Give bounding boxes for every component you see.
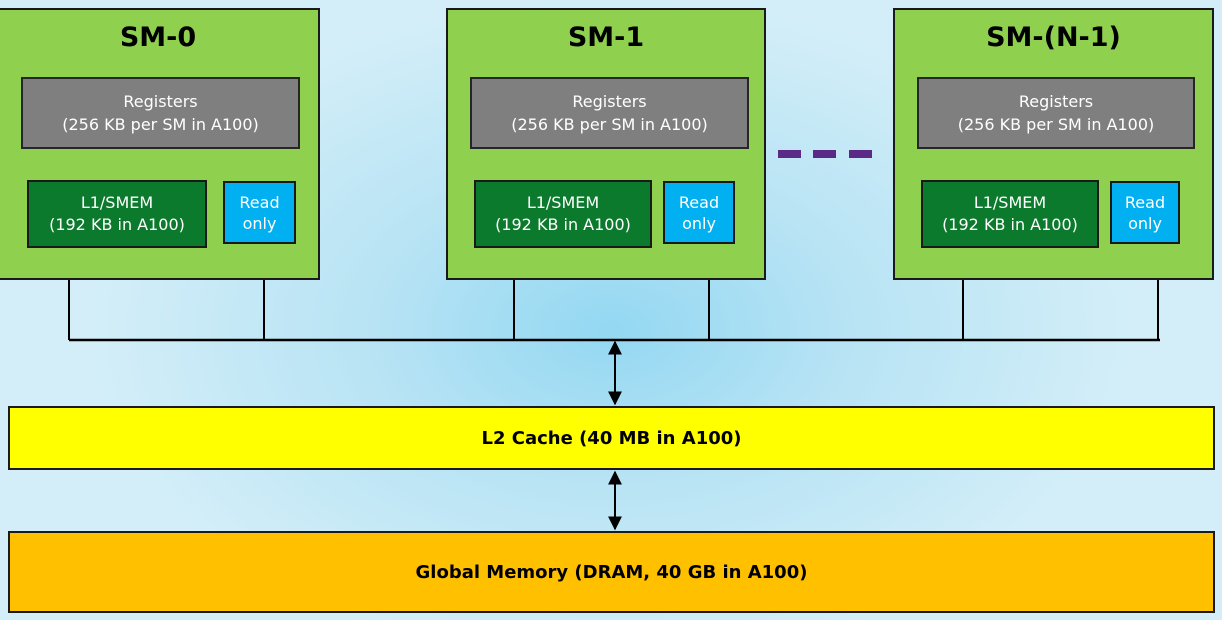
- sm-block-1: SM-1 Registers (256 KB per SM in A100) L…: [446, 8, 766, 280]
- l2-cache-label: L2 Cache (40 MB in A100): [481, 427, 742, 449]
- sm-block-n-1: SM-(N-1) Registers (256 KB per SM in A10…: [893, 8, 1214, 280]
- sm-title: SM-1: [567, 22, 645, 53]
- l1-label: L1/SMEM: [973, 193, 1047, 212]
- registers-label: Registers: [1018, 92, 1094, 111]
- sm-title: SM-(N-1): [986, 22, 1121, 53]
- readonly-box: Read only: [1110, 181, 1180, 244]
- l1-smem-box: L1/SMEM (192 KB in A100): [474, 180, 652, 248]
- global-memory-bar: Global Memory (DRAM, 40 GB in A100): [8, 531, 1215, 613]
- registers-size: (256 KB per SM in A100): [957, 115, 1155, 134]
- readonly-label-1: Read: [1124, 192, 1166, 212]
- l1-size: (192 KB in A100): [49, 215, 185, 234]
- sm-block-0: SM-0 Registers (256 KB per SM in A100) L…: [0, 8, 320, 280]
- readonly-box: Read only: [663, 181, 735, 244]
- registers-box: Registers (256 KB per SM in A100): [917, 77, 1195, 149]
- registers-size: (256 KB per SM in A100): [511, 115, 708, 134]
- l1-size: (192 KB in A100): [942, 215, 1078, 234]
- ellipsis-dashes: [778, 150, 872, 158]
- registers-box: Registers (256 KB per SM in A100): [470, 77, 749, 149]
- sm-title: SM-0: [119, 22, 197, 53]
- readonly-label-1: Read: [239, 192, 280, 212]
- readonly-label-2: only: [242, 213, 277, 233]
- readonly-label-2: only: [682, 213, 716, 233]
- global-memory-label: Global Memory (DRAM, 40 GB in A100): [415, 561, 808, 583]
- registers-size: (256 KB per SM in A100): [62, 115, 259, 134]
- registers-label: Registers: [123, 92, 198, 111]
- registers-label: Registers: [572, 92, 647, 111]
- l1-label: L1/SMEM: [526, 193, 600, 212]
- l1-smem-box: L1/SMEM (192 KB in A100): [27, 180, 207, 248]
- l1-smem-box: L1/SMEM (192 KB in A100): [921, 180, 1099, 248]
- readonly-label-2: only: [1128, 213, 1162, 233]
- registers-box: Registers (256 KB per SM in A100): [21, 77, 300, 149]
- l1-size: (192 KB in A100): [495, 215, 631, 234]
- l2-cache-bar: L2 Cache (40 MB in A100): [8, 406, 1215, 470]
- l1-label: L1/SMEM: [80, 193, 154, 212]
- readonly-label-1: Read: [678, 192, 720, 212]
- readonly-box: Read only: [223, 181, 296, 244]
